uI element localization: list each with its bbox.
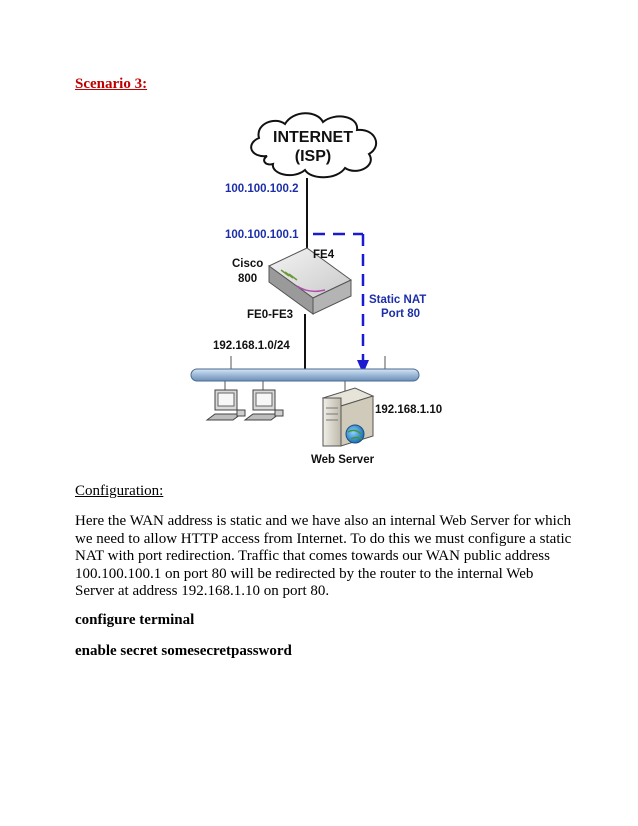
command-configure-terminal: configure terminal [75,612,195,628]
network-diagram: INTERNET (ISP) 100.100.100.2 100.100.100… [185,108,475,468]
isp-address-label: 100.100.100.2 [225,183,299,195]
cloud-title: INTERNET [273,129,353,146]
lan-ports-label: FE0-FE3 [247,309,293,321]
configuration-heading: Configuration: [75,483,164,499]
command-enable-secret: enable secret somesecretpassword [75,643,292,659]
web-server-icon [321,381,375,447]
cloud-subtitle: (ISP) [295,148,331,165]
server-address-label: 192.168.1.10 [375,404,442,416]
pc-icon [243,381,284,421]
web-server-label: Web Server [311,454,375,466]
wan-port-label: FE4 [313,249,335,261]
cisco-router-icon [268,247,352,315]
configuration-description: Here the WAN address is static and we ha… [75,513,572,599]
nat-label-line2: Port 80 [381,308,420,320]
pc-icon [205,381,246,421]
lan-network-label: 192.168.1.0/24 [213,340,290,352]
scenario-heading: Scenario 3: [75,76,148,92]
nat-label-line1: Static NAT [369,294,426,306]
router-name-line2: 800 [238,273,257,285]
lan-bus [190,368,420,382]
static-nat-path [313,232,369,374]
router-name-line1: Cisco [232,258,263,270]
internet-cloud-icon: INTERNET (ISP) [250,112,378,179]
router-wan-address-label: 100.100.100.1 [225,229,299,241]
